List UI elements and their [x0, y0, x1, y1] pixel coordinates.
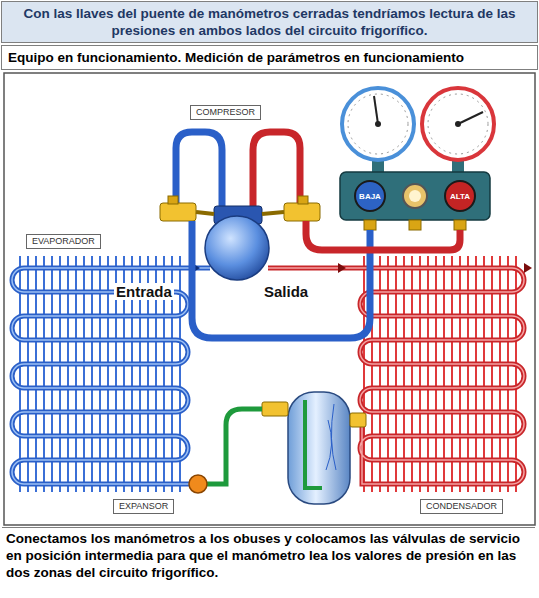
caption-text: Conectamos los manómetros a los obuses y… [6, 531, 520, 580]
caption: Conectamos los manómetros a los obuses y… [2, 527, 535, 583]
port-label: Salida [262, 283, 310, 300]
header-band: Equipo en funcionamiento. Medición de pa… [1, 45, 538, 70]
valve-knob: ALTA [444, 180, 476, 212]
label-text: Entrada [116, 283, 172, 300]
port-label: Entrada [114, 283, 174, 300]
node-text: CONDENSADOR [426, 501, 497, 511]
title-text: Con las llaves del puente de manómetros … [23, 6, 515, 38]
component-tag: EVAPORADOR [26, 234, 101, 249]
node-text: EVAPORADOR [32, 236, 95, 246]
node-text: COMPRESOR [196, 107, 255, 117]
component-tag: EXPANSOR [113, 499, 174, 514]
valve-knob: BAJA [354, 180, 386, 212]
node-text: Equipo en funcionamiento. Medición de pa… [8, 50, 464, 65]
component-tag: COMPRESOR [190, 105, 261, 120]
label-text: Salida [264, 283, 308, 300]
title-bar: Con las llaves del puente de manómetros … [1, 1, 538, 43]
node-text: EXPANSOR [119, 501, 168, 511]
node-text: ALTA [450, 192, 470, 201]
component-tag: CONDENSADOR [420, 499, 503, 514]
node-text: BAJA [359, 192, 381, 201]
